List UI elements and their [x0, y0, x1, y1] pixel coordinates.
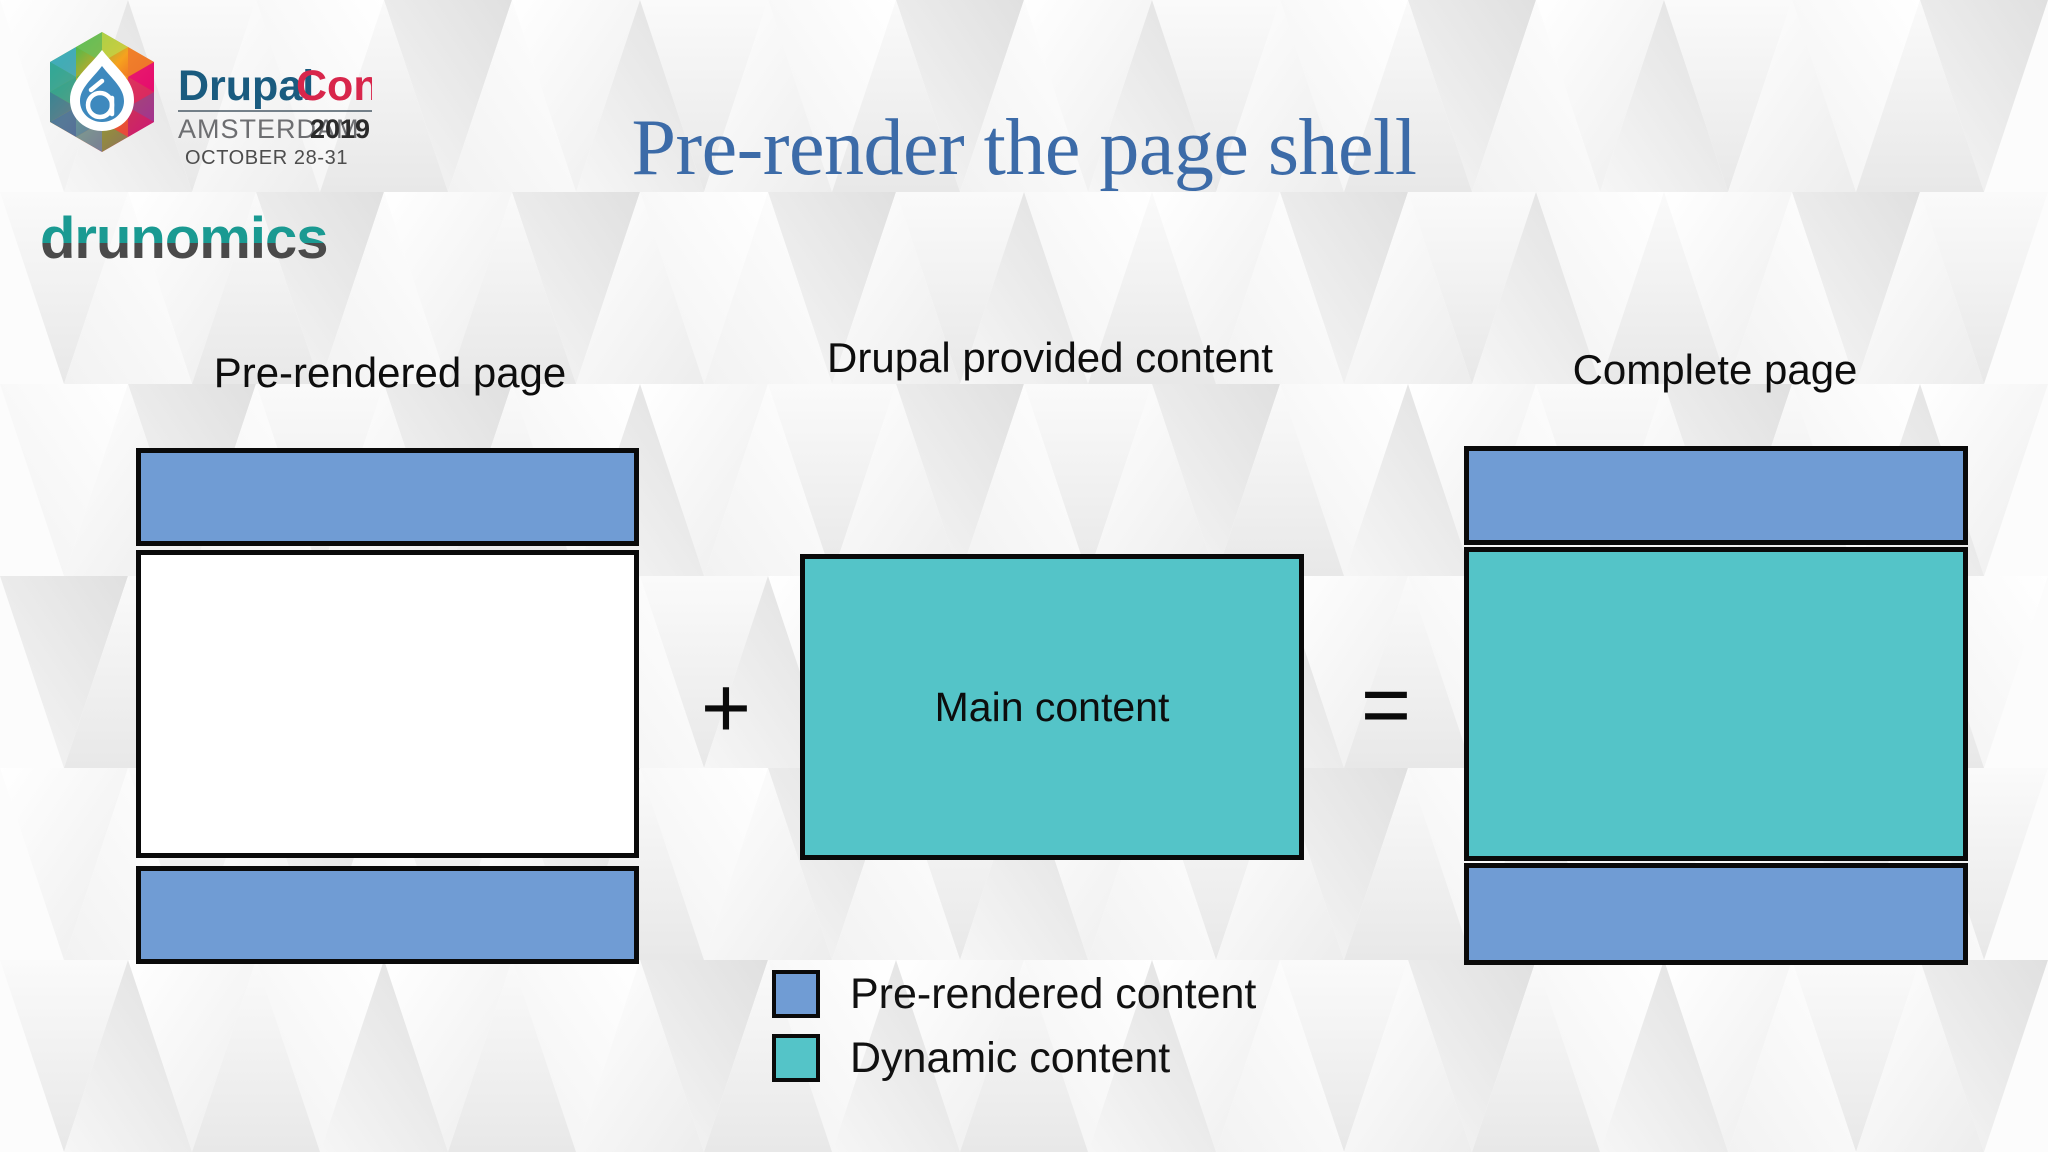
svg-text:drunomics: drunomics	[40, 208, 328, 270]
drupalcon-wordmark-con: Con	[296, 62, 372, 110]
legend-item-dynamic-content: Dynamic content	[772, 1026, 1256, 1090]
svg-text:drunomics: drunomics	[40, 208, 328, 270]
drupal-provided-main-content-box: Main content	[800, 554, 1304, 860]
legend-swatch-dynamic-content	[772, 1034, 820, 1082]
complete-page-footer-box	[1464, 863, 1968, 965]
legend-swatch-pre-rendered-content	[772, 970, 820, 1018]
drupalcon-city: AMSTERDAM	[178, 114, 360, 144]
legend-label-pre-rendered-content: Pre-rendered content	[850, 969, 1257, 1018]
legend: Pre-rendered content Dynamic content	[772, 962, 1256, 1090]
pre-rendered-page-empty-content-box	[136, 550, 639, 858]
legend-item-pre-rendered-content: Pre-rendered content	[772, 962, 1256, 1026]
main-content-label: Main content	[934, 683, 1170, 730]
page-title: Pre-render the page shell	[631, 104, 1417, 192]
column-heading-pre-rendered-page: Pre-rendered page	[213, 349, 567, 396]
column-heading-drupal-provided-content: Drupal provided content	[827, 334, 1273, 381]
plus-operator: +	[700, 660, 752, 756]
equals-operator: =	[1360, 657, 1412, 753]
complete-page-content-box	[1464, 547, 1968, 861]
pre-rendered-page-footer-box	[136, 866, 639, 964]
drupalcon-logo: Drupal Con AMSTERDAM 2019 OCTOBER 28-31	[50, 32, 372, 169]
column-heading-complete-page: Complete page	[1572, 346, 1858, 393]
drunomics-logo: drunomics drunomics	[40, 208, 329, 270]
legend-label-dynamic-content: Dynamic content	[850, 1033, 1171, 1082]
complete-page-header-box	[1464, 446, 1968, 545]
drupalcon-wordmark-drupal: Drupal	[178, 62, 314, 110]
drupalcon-dates: OCTOBER 28-31	[185, 147, 348, 169]
pre-rendered-page-header-box	[136, 448, 639, 546]
drupalcon-year: 2019	[310, 114, 370, 144]
